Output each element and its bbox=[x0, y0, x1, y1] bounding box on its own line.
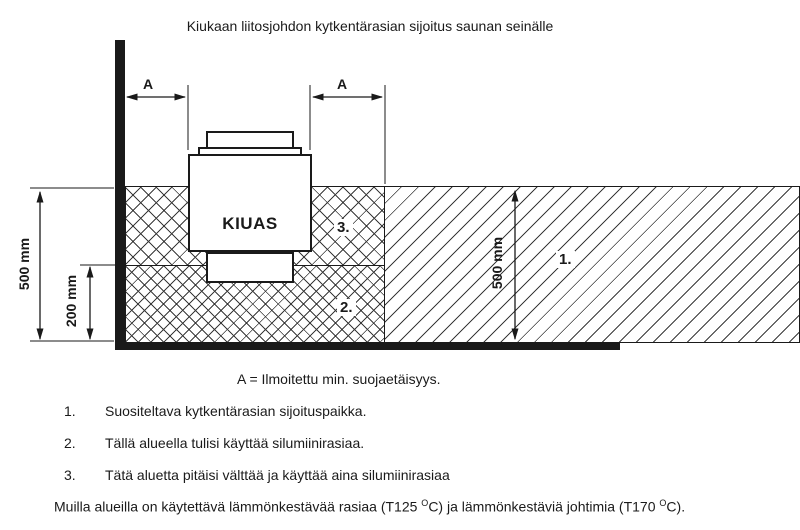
zone-3-label: 3. bbox=[334, 219, 353, 236]
footer-note-part: C) ja lämmönkestäviä johtimia (T170 bbox=[428, 498, 660, 515]
heater-base bbox=[206, 252, 294, 283]
zone-1-area bbox=[384, 186, 800, 343]
heater-label: KIUAS bbox=[222, 214, 278, 233]
zone-2-label: 2. bbox=[337, 299, 356, 316]
diagram-title: Kiukaan liitosjohdon kytkentärasian sijo… bbox=[186, 18, 554, 34]
floor-line bbox=[115, 342, 620, 350]
dimension-a-definition: A = Ilmoitettu min. suojaetäisyys. bbox=[237, 371, 441, 387]
wall-line bbox=[115, 40, 125, 350]
legend-item: 1. Suositeltava kytkentärasian sijoituspa… bbox=[64, 403, 366, 419]
heater-body: KIUAS bbox=[188, 154, 312, 252]
legend-item-text: Tällä alueella tulisi käyttää silumiinir… bbox=[105, 435, 365, 451]
degree-superscript: O bbox=[421, 498, 429, 508]
dim-500-left-label: 500 mm bbox=[16, 237, 33, 291]
footer-note-part: Muilla alueilla on käytettävä lämmönkest… bbox=[54, 498, 422, 515]
footer-note-part: C). bbox=[666, 498, 686, 515]
zone-1-label: 1. bbox=[556, 251, 575, 268]
legend-item: 3. Tätä aluetta pitäisi välttää ja käyttä… bbox=[64, 467, 450, 483]
legend-item: 2. Tällä alueella tulisi käyttää silumiin… bbox=[64, 435, 364, 451]
legend-item-number: 2. bbox=[64, 435, 76, 451]
dim-a-left-label: A bbox=[143, 76, 154, 92]
legend-item-text: Tätä aluetta pitäisi välttää ja käyttää … bbox=[105, 467, 450, 483]
dim-200-label: 200 mm bbox=[63, 274, 80, 328]
degree-superscript: O bbox=[659, 498, 667, 508]
dim-a-right-label: A bbox=[337, 76, 348, 92]
dim-500-zone1-label: 500 mm bbox=[489, 236, 506, 290]
legend-item-number: 1. bbox=[64, 403, 76, 419]
legend-item-text: Suositeltava kytkentärasian sijoituspaik… bbox=[105, 403, 367, 419]
legend-item-number: 3. bbox=[64, 467, 76, 483]
footer-note: Muilla alueilla on käytettävä lämmönkest… bbox=[54, 498, 685, 515]
